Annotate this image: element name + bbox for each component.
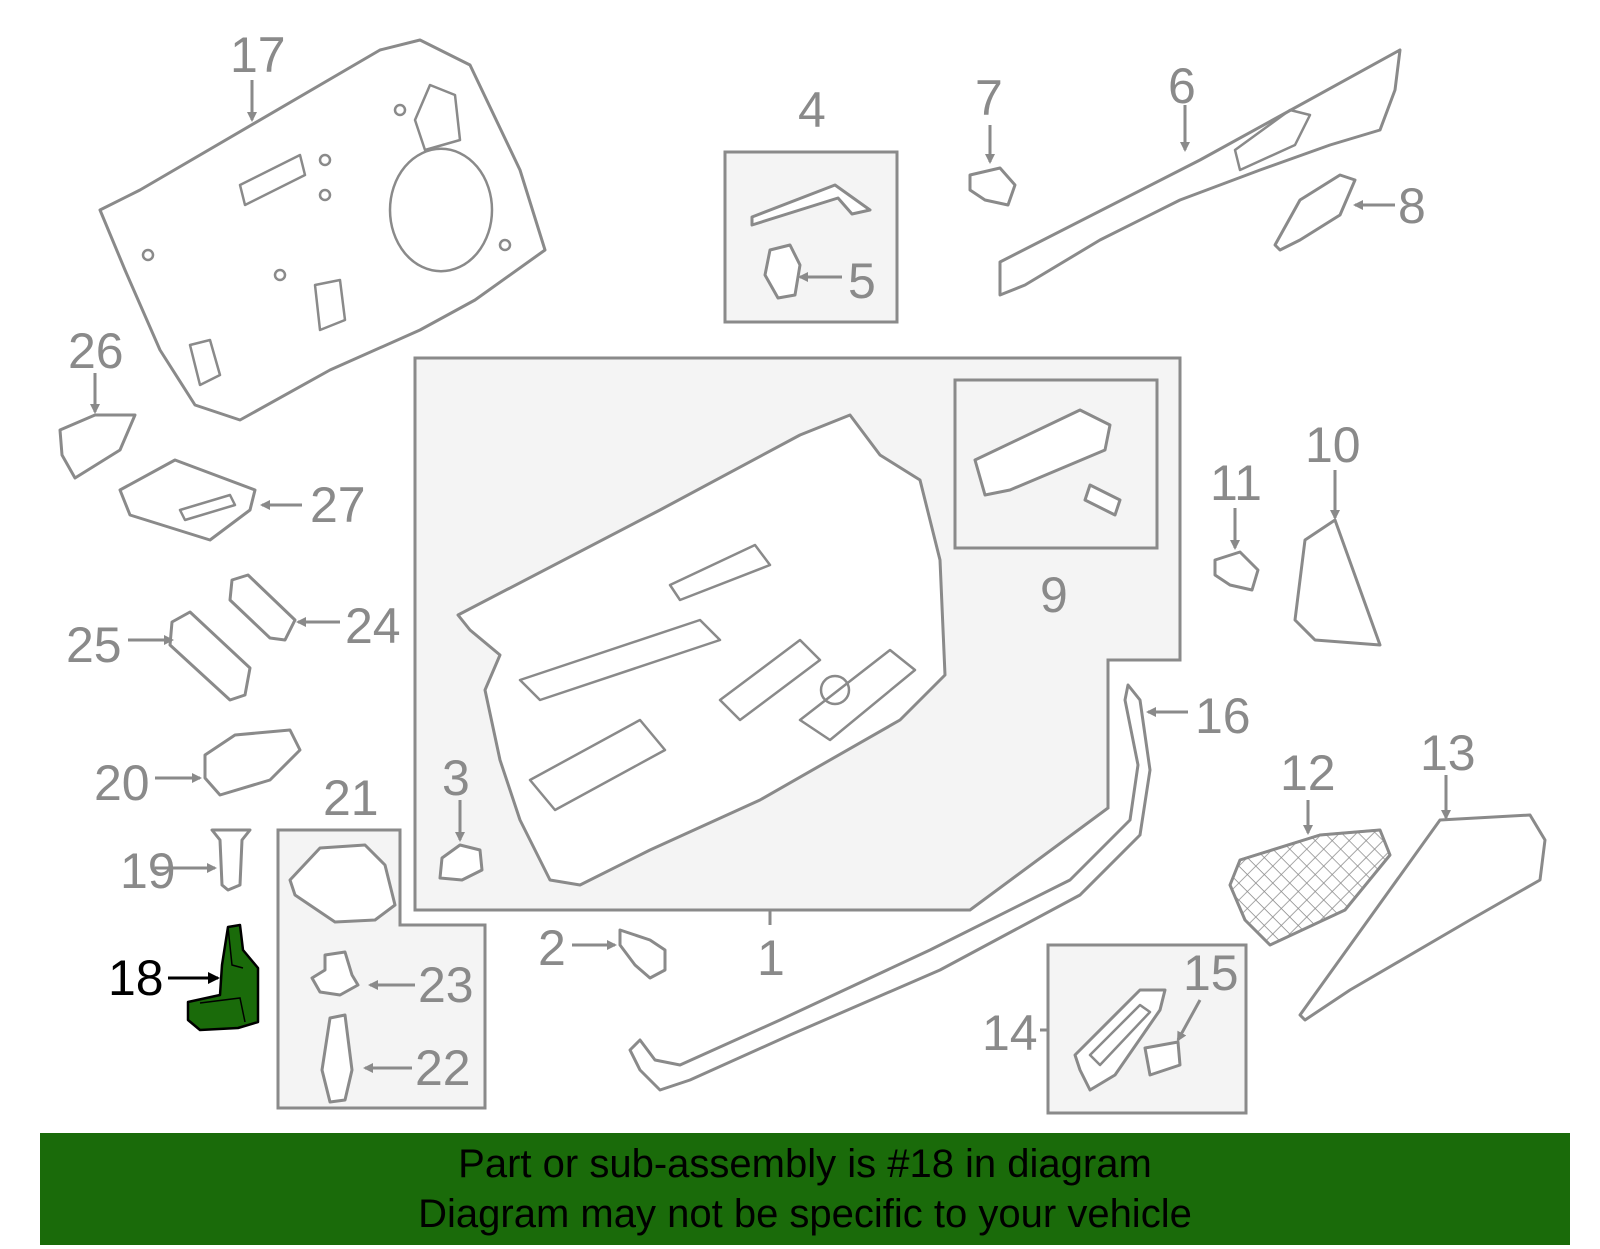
part-13-panel	[1298, 813, 1547, 1022]
part-6-armrest-trim	[998, 48, 1402, 297]
part-16-weatherstrip	[628, 683, 1152, 1092]
label-20: 20	[94, 755, 150, 811]
label-8: 8	[1398, 178, 1426, 234]
label-24: 24	[345, 598, 401, 654]
label-7: 7	[975, 70, 1003, 126]
label-12: 12	[1280, 745, 1336, 801]
part-21-lamp-housing	[288, 843, 397, 924]
part-17-door-carrier	[98, 38, 547, 422]
part-20-bracket	[203, 728, 302, 797]
part-14-switch-bezel	[1073, 988, 1167, 1092]
label-3: 3	[442, 750, 470, 806]
label-14: 14	[982, 1005, 1038, 1061]
box-4-5	[723, 150, 899, 324]
part-27-module	[118, 458, 257, 542]
banner-line-2: Diagram may not be specific to your vehi…	[418, 1192, 1192, 1236]
info-banner: Part or sub-assembly is #18 in diagram D…	[40, 1133, 1570, 1245]
label-5: 5	[848, 253, 876, 309]
part-23-bulb-socket	[310, 950, 360, 997]
label-4: 4	[798, 82, 826, 138]
label-21: 21	[323, 770, 379, 826]
part-15-clip	[1143, 1040, 1182, 1077]
part-9-handle	[973, 408, 1122, 517]
label-25: 25	[66, 617, 122, 673]
part-25-button	[168, 610, 252, 702]
part-24-switch	[228, 573, 297, 642]
label-13: 13	[1420, 725, 1476, 781]
part-19-pin	[210, 828, 252, 892]
label-2: 2	[538, 920, 566, 976]
part-4-bracket	[750, 183, 872, 227]
arrow-15	[1176, 999, 1202, 1042]
label-6: 6	[1168, 58, 1196, 114]
part-8-trim-cover	[1273, 173, 1357, 252]
part-11-clip	[1213, 550, 1260, 592]
part-22-bulb	[320, 1013, 354, 1104]
label-9: 9	[1040, 567, 1068, 623]
part-7-clip	[968, 166, 1017, 207]
label-16: 16	[1195, 688, 1251, 744]
part-3-plug	[438, 843, 484, 882]
label-23: 23	[418, 957, 474, 1013]
part-1-door-trim-panel	[456, 413, 947, 887]
label-26: 26	[68, 323, 124, 379]
part-5-clip	[763, 243, 802, 300]
part-10-corner-cover	[1293, 518, 1382, 647]
label-22: 22	[415, 1040, 471, 1096]
label-17: 17	[230, 27, 286, 83]
part-18-highlighted	[186, 923, 260, 1032]
label-19: 19	[120, 843, 176, 899]
banner-line-1: Part or sub-assembly is #18 in diagram	[458, 1142, 1152, 1186]
part-26-bracket	[58, 413, 137, 480]
label-10: 10	[1305, 417, 1361, 473]
label-11: 11	[1210, 455, 1262, 511]
part-2-screw	[618, 928, 667, 980]
label-27: 27	[310, 477, 366, 533]
label-18: 18	[108, 950, 164, 1006]
label-15: 15	[1183, 945, 1239, 1001]
label-1: 1	[757, 930, 785, 986]
part-12-grille	[1228, 828, 1392, 947]
